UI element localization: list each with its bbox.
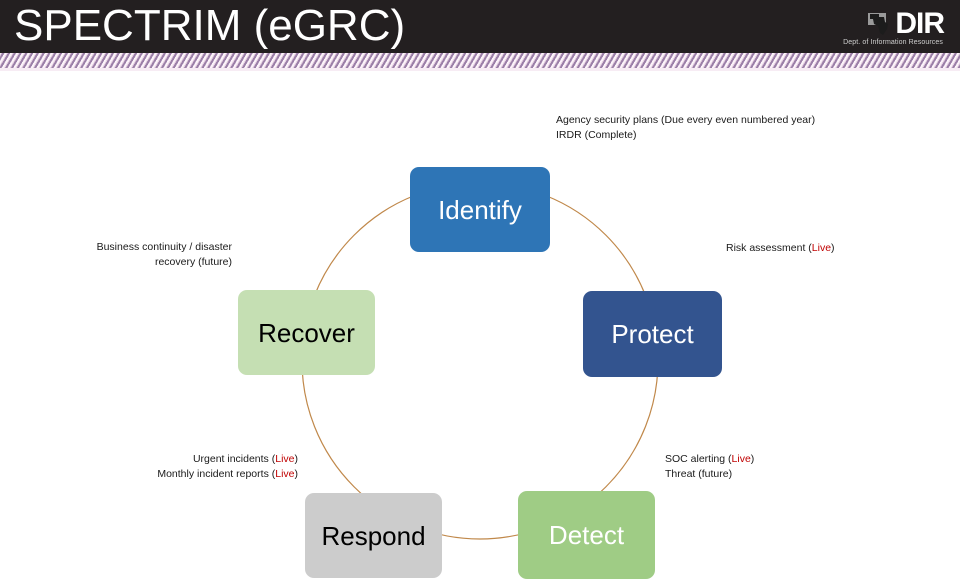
node-protect-label: Protect — [611, 319, 694, 349]
callout-recover: Business continuity / disaster recovery … — [0, 240, 232, 269]
callout-protect-line-1: Risk assessment (Live) — [726, 241, 835, 256]
callout-recover-line-1: Business continuity / disaster — [96, 241, 232, 253]
node-detect[interactable]: Detect — [518, 491, 655, 579]
callout-identify: Agency security plans (Due every even nu… — [556, 113, 815, 142]
node-identify-label: Identify — [438, 194, 522, 225]
node-recover-label: Recover — [258, 317, 355, 348]
callout-recover-line-2: recovery (future) — [154, 255, 232, 268]
callout-respond-prefix-1: Urgent incidents ( — [192, 453, 276, 465]
callout-detect-line-1: SOC alerting (Live) — [665, 452, 754, 467]
nist-csf-cycle-diagram: Identify Protect Detect Respond Recover … — [0, 71, 960, 579]
decorative-stripe-band — [0, 53, 960, 68]
callout-protect-prefix: Risk assessment ( — [726, 242, 812, 254]
dir-logo-tagline: Dept. of Information Resources — [843, 39, 943, 46]
texas-state-icon — [868, 11, 894, 37]
callout-protect-suffix: ) — [831, 242, 835, 254]
status-live-badge: Live — [731, 453, 751, 465]
status-live-badge: Live — [275, 453, 295, 465]
node-respond-label: Respond — [321, 520, 426, 551]
node-recover[interactable]: Recover — [238, 290, 375, 375]
callout-identify-line-1: Agency security plans (Due every even nu… — [556, 114, 816, 126]
dir-logo: DIR Dept. of Information Resources — [832, 4, 952, 50]
dir-logo-mark: DIR — [828, 7, 945, 40]
status-live-badge: Live — [811, 242, 832, 254]
callout-detect-line-2: Threat (future) — [665, 467, 733, 480]
callout-respond-line-2: Monthly incident reports (Live) — [0, 467, 298, 482]
callout-respond-suffix-1: ) — [294, 453, 299, 465]
node-protect[interactable]: Protect — [583, 291, 722, 377]
status-live-badge: Live — [275, 467, 295, 480]
callout-respond-suffix-2: ) — [294, 467, 299, 480]
callout-detect-suffix: ) — [750, 453, 755, 465]
callout-detect: SOC alerting (Live) Threat (future) — [665, 452, 754, 481]
callout-respond-prefix-2: Monthly incident reports ( — [157, 467, 276, 480]
callout-identify-line-2: IRDR (Complete) — [556, 128, 637, 141]
node-respond[interactable]: Respond — [305, 493, 442, 578]
header-bar — [0, 0, 960, 53]
dir-logo-letters: DIR — [895, 7, 945, 40]
node-detect-label: Detect — [548, 520, 625, 550]
page-title: SPECTRIM (eGRC) — [14, 1, 406, 50]
decorative-stripe-underline — [0, 68, 960, 71]
callout-detect-prefix: SOC alerting ( — [665, 453, 732, 465]
callout-protect: Risk assessment (Live) — [726, 241, 835, 256]
callout-respond-line-1: Urgent incidents (Live) — [0, 452, 298, 467]
node-identify[interactable]: Identify — [410, 167, 550, 252]
callout-respond: Urgent incidents (Live) Monthly incident… — [0, 452, 298, 481]
